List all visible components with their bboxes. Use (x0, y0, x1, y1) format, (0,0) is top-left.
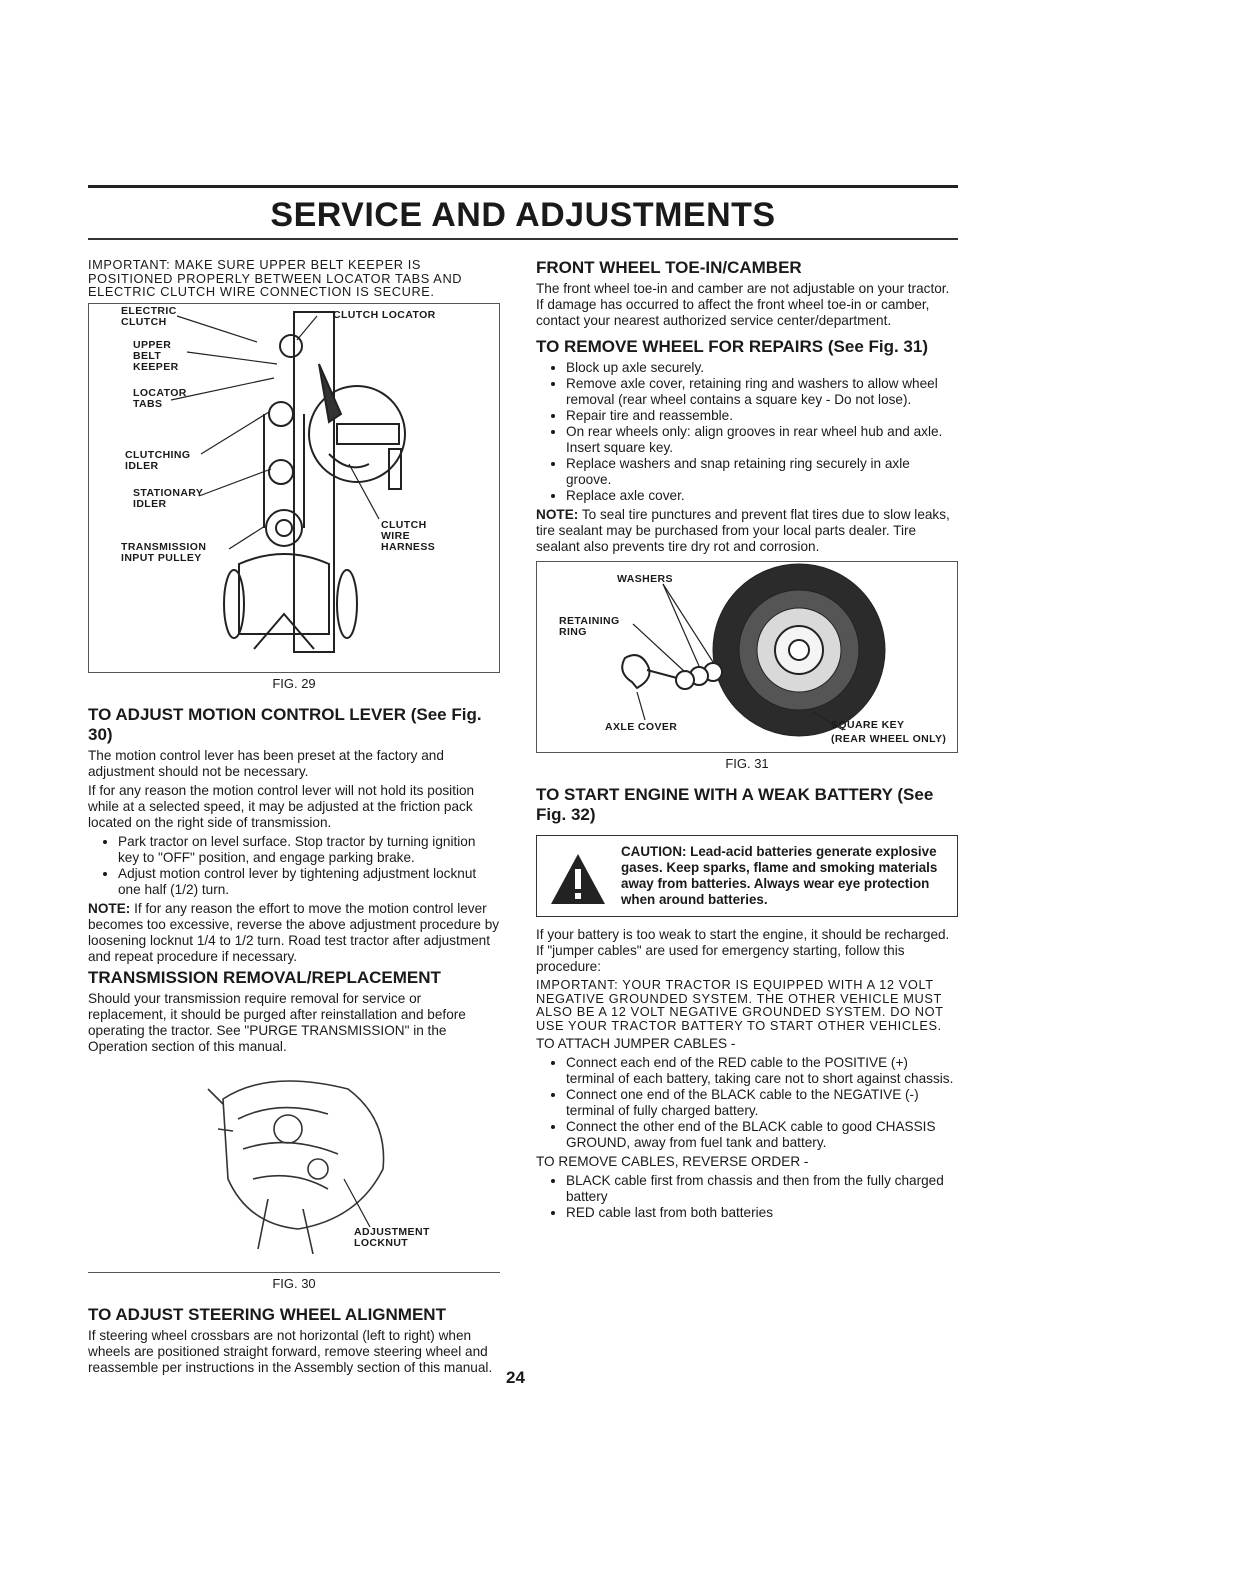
fig29-illustration: ELECTRIC CLUTCH CLUTCH LOCATOR UPPER BEL… (88, 302, 500, 673)
label-clutch-locator: CLUTCH LOCATOR (333, 308, 436, 321)
label-axle-cover: AXLE COVER (605, 721, 678, 733)
right-column: FRONT WHEEL TOE-IN/CAMBER The front whee… (536, 258, 958, 1224)
caution-text: CAUTION: Lead-acid batteries generate ex… (621, 844, 938, 907)
list-item: Replace axle cover. (566, 488, 958, 504)
important-belt-keeper: IMPORTANT: MAKE SURE UPPER BELT KEEPER I… (88, 257, 463, 299)
list-item: Connect the other end of the BLACK cable… (566, 1119, 958, 1151)
wheel-drawing (621, 563, 886, 737)
label-retaining-ring: RETAINING RING (559, 615, 620, 638)
list-item: Adjust motion control lever by tightenin… (118, 866, 500, 898)
note-label: NOTE: (88, 900, 131, 916)
page-number: 24 (506, 1368, 525, 1387)
list-item: BLACK cable first from chassis and then … (566, 1173, 958, 1205)
note-text: If for any reason the effort to move the… (88, 900, 500, 964)
transaxle-drawing (207, 1079, 385, 1254)
label-washers: WASHERS (617, 573, 673, 585)
label-adjustment-locknut: ADJUSTMENT LOCKNUT (354, 1225, 430, 1249)
belt-drive-drawing (170, 310, 406, 653)
fig29-caption: FIG. 29 (272, 675, 316, 691)
page-title: SERVICE AND ADJUSTMENTS (270, 196, 776, 234)
weak-battery-heading: TO START ENGINE WITH A WEAK BATTERY (See… (536, 785, 934, 824)
label-clutch-wire-harness: CLUTCH WIRE HARNESS (381, 518, 436, 553)
motion-control-para-1: The motion control lever has been preset… (88, 747, 444, 779)
remove-cables-steps: BLACK cable first from chassis and then … (536, 1173, 958, 1221)
fig31-caption: FIG. 31 (725, 756, 769, 771)
label-locator-tabs: LOCATOR TABS (133, 386, 187, 410)
note-label: NOTE: (536, 507, 579, 522)
label-electric-clutch: ELECTRIC CLUTCH (121, 304, 177, 328)
title-rule (88, 238, 958, 240)
motion-control-note: NOTE: If for any reason the effort to mo… (88, 901, 500, 965)
list-item: Repair tire and reassemble. (566, 408, 958, 424)
label-square-key: SQUARE KEY (831, 719, 905, 731)
list-item: Park tractor on level surface. Stop trac… (118, 834, 500, 866)
attach-cables-steps: Connect each end of the RED cable to the… (536, 1055, 958, 1151)
steering-para: If steering wheel crossbars are not hori… (88, 1327, 493, 1375)
caution-box: CAUTION: Lead-acid batteries generate ex… (536, 835, 958, 917)
list-item: Connect one end of the BLACK cable to th… (566, 1087, 958, 1119)
list-item: Replace washers and snap retaining ring … (566, 456, 958, 488)
transmission-heading: TRANSMISSION REMOVAL/REPLACEMENT (88, 967, 441, 987)
steering-heading: TO ADJUST STEERING WHEEL ALIGNMENT (88, 1304, 446, 1324)
fig30-illustration: ADJUSTMENT LOCKNUT (88, 1059, 500, 1273)
label-transmission-input-pulley: TRANSMISSION INPUT PULLEY (121, 540, 207, 564)
toe-in-heading: FRONT WHEEL TOE-IN/CAMBER (536, 258, 802, 277)
list-item: Remove axle cover, retaining ring and wa… (566, 376, 958, 408)
motion-control-heading: TO ADJUST MOTION CONTROL LEVER (See Fig.… (88, 704, 482, 744)
label-rear-wheel-only: (REAR WHEEL ONLY) (831, 733, 947, 745)
list-item: RED cable last from both batteries (566, 1205, 958, 1221)
label-clutching-idler: CLUTCHING IDLER (125, 448, 191, 472)
transmission-para: Should your transmission require removal… (88, 990, 466, 1054)
left-column: IMPORTANT: MAKE SURE UPPER BELT KEEPER I… (88, 258, 500, 1379)
toe-in-para: The front wheel toe-in and camber are no… (536, 281, 950, 328)
important-12-volt: IMPORTANT: YOUR TRACTOR IS EQUIPPED WITH… (536, 977, 944, 1033)
list-item: Connect each end of the RED cable to the… (566, 1055, 958, 1087)
list-item: Block up axle securely. (566, 360, 958, 376)
note-text: To seal tire punctures and prevent flat … (536, 507, 950, 554)
remove-wheel-steps: Block up axle securely. Remove axle cove… (536, 360, 958, 504)
motion-control-steps: Park tractor on level surface. Stop trac… (88, 834, 500, 898)
warning-triangle-icon (551, 854, 605, 904)
label-stationary-idler: STATIONARY IDLER (133, 486, 204, 510)
fig30-caption: FIG. 30 (272, 1275, 316, 1291)
top-rule (88, 185, 958, 188)
weak-battery-para: If your battery is too weak to start the… (536, 927, 950, 974)
label-upper-belt-keeper: UPPER BELT KEEPER (133, 338, 179, 373)
remove-wheel-note: NOTE: To seal tire punctures and prevent… (536, 507, 958, 555)
attach-cables-heading: TO ATTACH JUMPER CABLES - (536, 1036, 736, 1051)
remove-cables-heading: TO REMOVE CABLES, REVERSE ORDER - (536, 1154, 809, 1169)
list-item: On rear wheels only: align grooves in re… (566, 424, 958, 456)
fig31-illustration: WASHERS RETAINING RING AXLE COVER SQUARE… (536, 561, 958, 753)
motion-control-para-2: If for any reason the motion control lev… (88, 782, 475, 830)
remove-wheel-heading: TO REMOVE WHEEL FOR REPAIRS (See Fig. 31… (536, 337, 929, 356)
